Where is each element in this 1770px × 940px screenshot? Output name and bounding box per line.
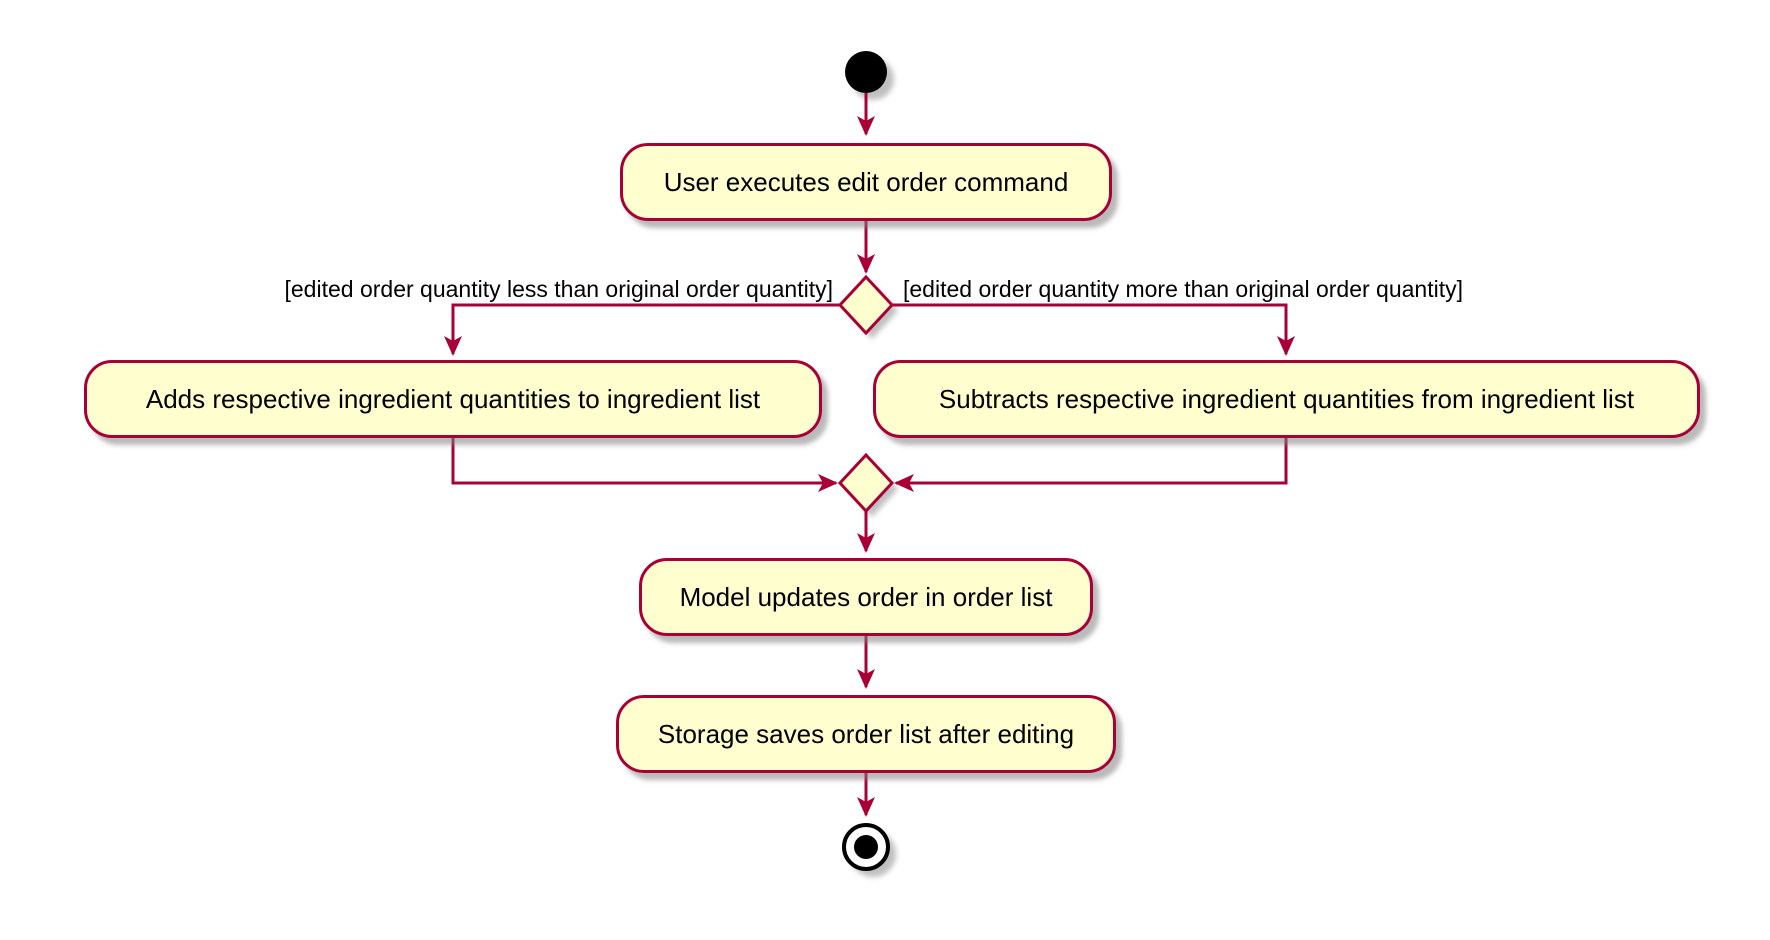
start-node	[845, 51, 887, 93]
merge-diamond	[837, 452, 895, 514]
activity-user-executes-edit-order: User executes edit order command	[620, 143, 1112, 221]
activity-label: Adds respective ingredient quantities to…	[145, 384, 761, 414]
edge-decision-to-subtracts	[891, 303, 1295, 356]
edge-adds-to-merge	[451, 438, 838, 492]
activity-label: Subtracts respective ingredient quantiti…	[938, 384, 1635, 414]
activity-label: Storage saves order list after editing	[657, 719, 1075, 749]
activity-subtracts-ingredient-quantities: Subtracts respective ingredient quantiti…	[873, 360, 1700, 438]
edge-decision-to-adds	[444, 303, 841, 356]
activity-label: User executes edit order command	[663, 167, 1069, 197]
edges	[444, 93, 1295, 817]
guard-label-less-than: [edited order quantity less than origina…	[284, 276, 834, 302]
activity-label: Model updates order in order list	[679, 582, 1053, 612]
end-node-dot	[854, 835, 878, 859]
activity-adds-ingredient-quantities: Adds respective ingredient quantities to…	[84, 360, 822, 438]
edge-subtracts-to-merge	[894, 438, 1288, 492]
activity-storage-saves-order-list: Storage saves order list after editing	[616, 695, 1116, 773]
decision-diamond	[837, 274, 895, 336]
activity-model-updates-order: Model updates order in order list	[639, 558, 1093, 636]
guard-label-more-than: [edited order quantity more than origina…	[903, 276, 1463, 302]
